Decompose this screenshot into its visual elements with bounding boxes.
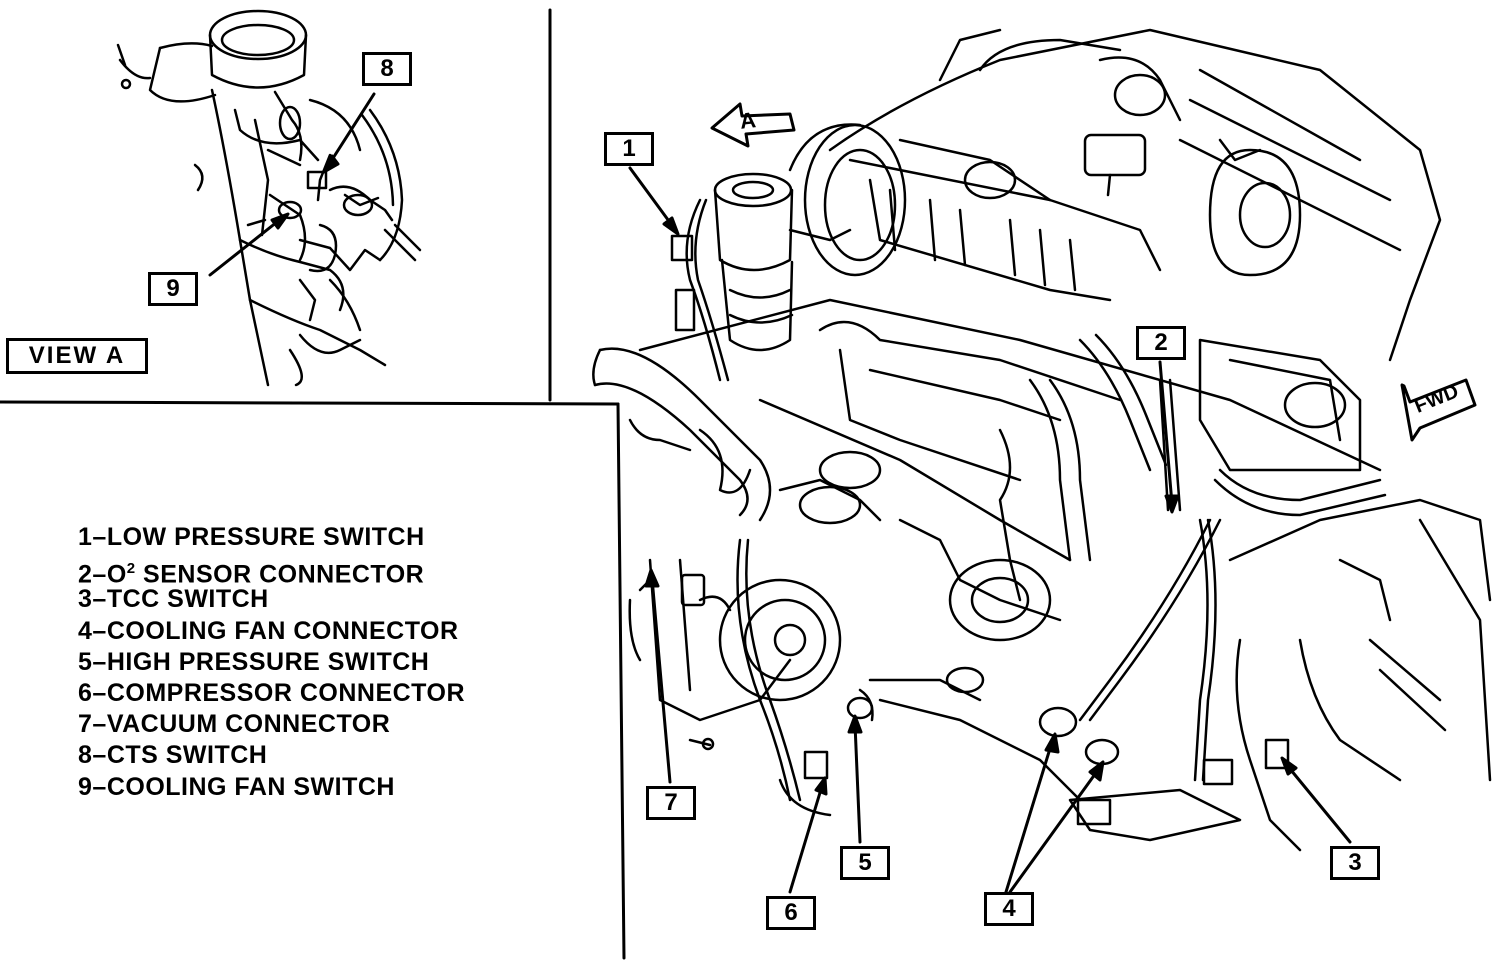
panel-dividers — [0, 8, 626, 960]
callout-4: 4 — [984, 892, 1034, 926]
legend-item-number: 6 — [78, 678, 93, 707]
legend-item-text: VACUUM CONNECTOR — [106, 710, 391, 739]
legend-item-text: COOLING FAN CONNECTOR — [106, 616, 459, 645]
callout-9: 9 — [148, 272, 198, 306]
view-a-arrow — [710, 102, 796, 148]
legend-item-number: 2 — [78, 560, 93, 589]
legend-item-text-tail: SENSOR CONNECTOR — [135, 560, 425, 589]
callout-7: 7 — [646, 786, 696, 820]
legend-item-text: COMPRESSOR CONNECTOR — [106, 678, 465, 707]
legend-item-3: 3–TCC SWITCH — [78, 585, 269, 614]
callout-5: 5 — [840, 846, 890, 880]
callout-6: 6 — [766, 896, 816, 930]
view-a-label: VIEW A — [6, 338, 148, 374]
legend-item-text: HIGH PRESSURE SWITCH — [106, 647, 430, 676]
legend-item-text: CTS SWITCH — [106, 741, 268, 770]
main-leaders — [628, 166, 1352, 894]
legend-item-number: 5 — [78, 647, 93, 676]
legend-item-number: 1 — [78, 523, 93, 551]
legend-item-2: 2–O2 SENSOR CONNECTOR — [78, 560, 425, 589]
fwd-arrow — [1400, 378, 1477, 442]
inset-leaders — [208, 92, 376, 277]
legend-item-number: 9 — [78, 772, 93, 801]
engine-outline-drawing — [592, 28, 1492, 852]
legend-item-number: 8 — [78, 741, 93, 770]
legend-item-number: 7 — [78, 710, 93, 739]
legend-item-4: 4–COOLING FAN CONNECTOR — [78, 616, 459, 645]
legend: 1–LOW PRESSURE SWITCH 2–O2 SENSOR CONNECT… — [78, 522, 465, 803]
legend-item-text: TCC SWITCH — [106, 585, 269, 614]
legend-item-1: 1–LOW PRESSURE SWITCH — [78, 523, 425, 551]
callout-2: 2 — [1136, 326, 1186, 360]
callout-1: 1 — [604, 132, 654, 166]
legend-item-text: O — [106, 560, 127, 589]
legend-item-7: 7–VACUUM CONNECTOR — [78, 710, 391, 739]
legend-item-text: COOLING FAN SWITCH — [106, 772, 395, 801]
legend-item-number: 4 — [78, 616, 93, 645]
callout-3: 3 — [1330, 846, 1380, 880]
callout-8: 8 — [362, 52, 412, 86]
legend-item-text: LOW PRESSURE SWITCH — [106, 523, 425, 551]
legend-item-8: 8–CTS SWITCH — [78, 741, 268, 770]
legend-item-number: 3 — [78, 585, 93, 614]
legend-item-6: 6–COMPRESSOR CONNECTOR — [78, 678, 465, 707]
legend-item-5: 5–HIGH PRESSURE SWITCH — [78, 647, 430, 676]
view-a-inset-drawing — [116, 9, 422, 387]
legend-item-subscript: 2 — [126, 560, 136, 578]
legend-item-9: 9–COOLING FAN SWITCH — [78, 772, 395, 801]
view-a-arrow-letter: A — [738, 107, 758, 134]
